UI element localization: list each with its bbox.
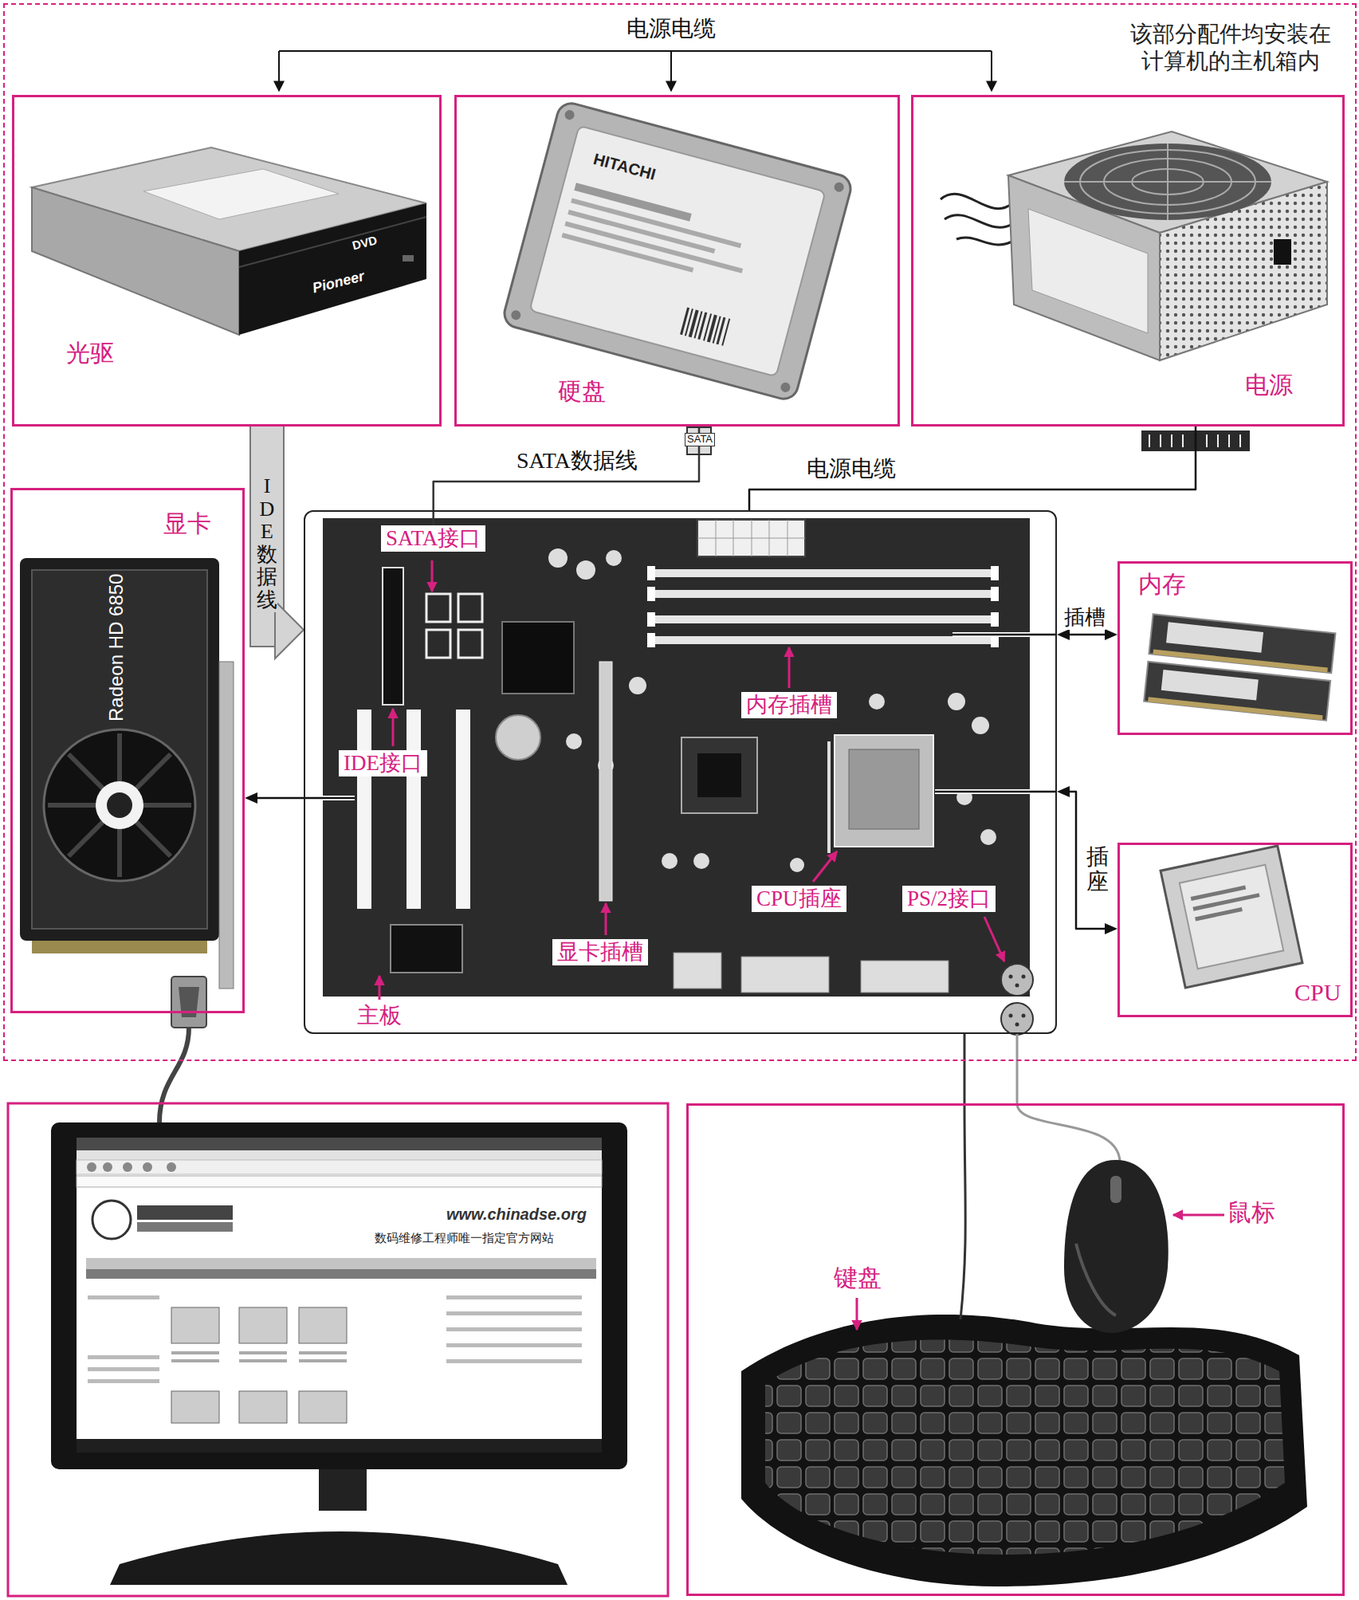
connector-label: 插座 [1086, 844, 1109, 895]
component-box: 内存 [1117, 561, 1353, 735]
node-label: CPU插座 [756, 886, 842, 912]
node-label: SATA接口 [385, 526, 481, 551]
component-box: 光驱 [11, 94, 442, 427]
callout-arrow [379, 560, 1005, 1000]
hard-disk [501, 100, 854, 402]
connector-label: 插槽 [1064, 605, 1106, 630]
connector [1056, 785, 1118, 935]
power-supply [940, 131, 1328, 452]
node-label: 键盘 [833, 1264, 882, 1293]
connector-line [252, 797, 304, 800]
monitor [7, 1103, 668, 1596]
callout-label: 内存插槽 [741, 691, 837, 719]
website-text: www.chinadse.org [446, 1205, 587, 1224]
motherboard [322, 518, 1033, 1035]
connector-line [1064, 791, 1111, 929]
connector-line [1016, 1033, 1019, 1104]
component-box: 显卡 [10, 487, 245, 1014]
node-label: 主板 [353, 1002, 405, 1029]
arrow-head [1104, 628, 1118, 641]
callout-label: IDE接口 [338, 750, 428, 777]
brand-text: HITACHI [591, 149, 658, 185]
arrow-head [1056, 785, 1070, 798]
callout-label: 显卡插槽 [552, 938, 649, 966]
component-box: 硬盘 [454, 94, 900, 427]
connector-line [749, 426, 1196, 511]
node-label: 显卡插槽 [557, 939, 644, 965]
node-label: 电源 [1245, 371, 1293, 400]
component-box: 电源 [911, 94, 1345, 427]
memory-module [1143, 613, 1336, 720]
node-label: 光驱 [66, 339, 114, 368]
power-cable-bracket [278, 51, 992, 91]
node-label: 内存 [1138, 570, 1187, 599]
optical-drive [31, 147, 427, 335]
arrow-head [244, 792, 258, 804]
connector [244, 792, 304, 804]
connector-label: IDE数据线 [256, 475, 278, 613]
screen-text: 数码维修工程师唯一指定官方网站 [374, 1231, 554, 1246]
node-label: 内存插槽 [746, 692, 833, 718]
arrow-head [1104, 923, 1118, 935]
callout-label: PS/2接口 [902, 885, 996, 912]
node-label: PS/2接口 [907, 886, 991, 912]
component-box: CPU [1117, 842, 1353, 1018]
node-label: IDE接口 [343, 750, 423, 776]
motherboard-box: 主板 SATA接口 IDE接口 内存插槽 CPU插座 PS/2接口显卡插槽 [303, 510, 1057, 1034]
node-label: 该部分配件均安装在 计算机的主机箱内 [1122, 20, 1340, 75]
connector [964, 1033, 966, 1104]
connector [1056, 628, 1118, 641]
connector [749, 426, 1196, 511]
graphics-card [19, 557, 234, 1123]
arrow-head [1056, 628, 1070, 641]
connector [1017, 1033, 1018, 1104]
connector-line [1064, 633, 1111, 637]
arrow-head [274, 600, 304, 659]
callout-label: SATA接口 [380, 525, 486, 552]
node-label: CPU [1294, 978, 1341, 1007]
cable-label: 电源电缆 [626, 15, 716, 42]
keyboard-mouse [741, 1103, 1308, 1587]
node-label: 鼠标 [1227, 1198, 1276, 1227]
model-text: Radeon HD 6850 [105, 573, 128, 722]
connector-label: 电源电缆 [806, 455, 896, 482]
node-label: 显卡 [163, 510, 212, 539]
node-label: 硬盘 [557, 377, 606, 406]
brand-text: Pioneer [310, 267, 366, 297]
connector-label: SATA [684, 432, 715, 447]
connector-line [963, 1033, 967, 1104]
brand-text: DVD [350, 232, 379, 252]
cpu-chip [1160, 845, 1303, 988]
dashed-region: 该部分配件均安装在 计算机的主机箱内光驱硬盘 电源显卡主板 SATA接口 IDE接口 内… [3, 3, 1357, 1061]
callout-label: CPU插座 [751, 885, 847, 912]
peripheral-box: 鼠标键盘 [686, 1103, 1345, 1596]
connector-label: SATA数据线 [516, 447, 638, 474]
board-leader [303, 634, 1057, 798]
